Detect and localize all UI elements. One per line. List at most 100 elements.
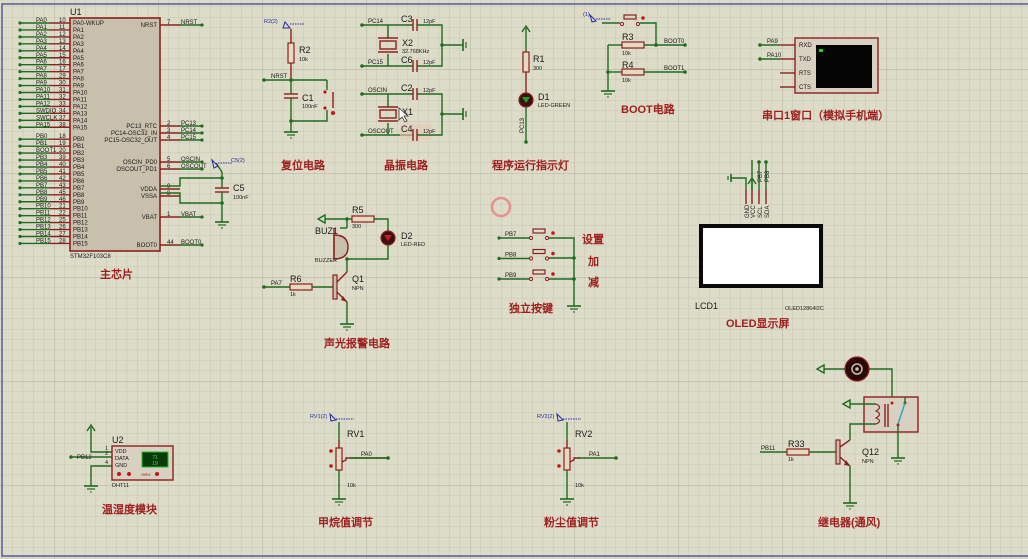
c6-ref: C6 — [401, 55, 413, 65]
mcu-pin-pb12: PB12 — [73, 221, 88, 227]
terminal-screen[interactable] — [816, 45, 872, 88]
mcu-pin-num: 30 — [59, 81, 66, 87]
rv1-circuit[interactable]: RV1(2) RV1 PA0 10k 甲烷值调节 — [310, 412, 390, 529]
rv2-ref: RV2 — [575, 429, 592, 439]
mcu-pin-pb13: PB13 — [73, 228, 88, 234]
mcu-pin-oscout_pd1: OSCOUT_PD1 — [116, 167, 157, 173]
mcu-pin-num: 32 — [59, 94, 66, 100]
mcu-pin-num: 28 — [59, 238, 66, 244]
rv2-down[interactable] — [557, 464, 561, 468]
uart-pin-rts: RTS — [799, 71, 811, 77]
dht-btn-2[interactable] — [127, 472, 131, 476]
key-button-3[interactable] — [532, 269, 546, 275]
mcu-pin-pa12: PA12 — [73, 104, 88, 110]
q12-transistor[interactable] — [835, 439, 841, 465]
key-label-set: 设置 — [582, 232, 604, 246]
r1-resistor[interactable] — [522, 51, 530, 73]
x2-value: 32.768KHz — [402, 49, 429, 55]
c1-ref: C1 — [302, 93, 314, 103]
mcu-net-pb13: PB13 — [36, 225, 51, 231]
key-button-2[interactable] — [532, 248, 546, 255]
d1-ref: D1 — [538, 92, 550, 102]
dht-part: DHT11 — [112, 483, 129, 489]
mcu-pin-pb14: PB14 — [73, 235, 88, 241]
dht11-module[interactable]: PB12 1 2 4 U2 DHT11 VDD DATA GND 71 19 %… — [69, 424, 174, 516]
r5-resistor[interactable] — [351, 215, 375, 223]
run-led-circuit[interactable]: R1 300 D1 LED-GREEN PC13 程序运行指示灯 — [492, 25, 570, 172]
dht-btn-3[interactable] — [155, 472, 159, 476]
mcu-net-pa7: PA7 — [36, 67, 48, 73]
d2-ref: D2 — [401, 231, 413, 241]
alarm-circuit[interactable]: R5 300 D2 LED-RED BUZ1 BUZZER PA7 R6 1k … — [262, 205, 425, 350]
key-button-1[interactable] — [532, 228, 546, 234]
uart-pin-txd: TXD — [799, 57, 812, 63]
relay-circuit[interactable]: PB11 R33 1k Q12 NPN 继电器(通风) — [760, 356, 919, 529]
q12-value: NPN — [862, 459, 874, 465]
q1-transistor[interactable] — [332, 274, 338, 300]
rv2-circuit[interactable]: RV2(2) RV2 PA1 10k 粉尘值调节 — [537, 412, 618, 529]
rv1-up[interactable] — [329, 449, 333, 453]
r33-resistor[interactable] — [786, 448, 810, 456]
mcu-net-pb12: PB12 — [36, 218, 51, 224]
dht-btn-1[interactable] — [117, 472, 121, 476]
crystal-x1[interactable] — [379, 109, 397, 119]
mcu-net-pb8: PB8 — [36, 190, 48, 196]
mcu-net-boot0: BOOT0 — [181, 240, 202, 246]
uart-terminal[interactable]: PA9 PA10 RXD TXD RTS CTS 串口1窗口（模拟手机端） — [758, 37, 889, 122]
net-oscin: OSCIN — [368, 88, 387, 94]
boot-button[interactable] — [623, 14, 637, 20]
relay-net: PB11 — [761, 446, 776, 452]
rv2-potentiometer[interactable] — [563, 447, 571, 471]
r5-ref: R5 — [352, 205, 364, 215]
mcu-pin-pa15: PA15 — [73, 125, 88, 131]
oled-screen[interactable] — [699, 224, 823, 288]
keys-title: 独立按键 — [508, 301, 554, 315]
mcu-net-pa11: PA11 — [36, 94, 50, 100]
reset-button[interactable] — [331, 111, 335, 115]
mcu-pin-num: 26 — [59, 225, 66, 231]
r5-value: 300 — [352, 224, 361, 230]
mcu-body[interactable] — [69, 17, 161, 252]
q12-ref: Q12 — [862, 447, 879, 457]
sheet-border — [1, 3, 1028, 557]
mcu-pin-num: 46 — [59, 197, 66, 203]
key-label-inc: 加 — [587, 254, 599, 268]
mcu-net-swclk: SWCLK — [36, 115, 57, 121]
mcu-pin-num: 20 — [59, 148, 66, 154]
mcu-net-pa4: PA4 — [36, 46, 48, 52]
oled-display[interactable]: PB7 PB8 GND VCC SCL SDA LCD1 OLED12864I2… — [695, 160, 824, 330]
mcu-pin-num: 19 — [59, 141, 66, 147]
oled-pin-gnd: GND — [745, 204, 751, 218]
boot-circuit[interactable]: (1) R3 10k BOOT0 R4 10k BOOT1 BOOT电路 — [583, 12, 687, 116]
mcu-net-pa12: PA12 — [36, 101, 51, 107]
mcu-pin-pa10: PA10 — [73, 91, 88, 97]
rv2-up[interactable] — [557, 449, 561, 453]
r2-resistor[interactable] — [287, 42, 295, 64]
uart-net-pa10: PA10 — [767, 53, 782, 59]
mcu-pin-pa6: PA6 — [73, 63, 85, 69]
rv1-down[interactable] — [329, 464, 333, 468]
rv1-value: 10k — [347, 483, 356, 489]
c2-value: 12pF — [423, 88, 436, 94]
r6-value: 1k — [290, 292, 296, 298]
rv1-potentiometer[interactable] — [335, 447, 343, 471]
c3-value: 12pF — [423, 19, 436, 25]
r3-resistor[interactable] — [621, 41, 645, 49]
mcu-net-pc14: PC14 — [181, 128, 197, 134]
mcu-pin-num: 13 — [59, 39, 66, 45]
mcu-net-pb0: PB0 — [36, 134, 48, 140]
reset-circuit[interactable]: R2(2) R2 10k NRST C1 100nF 复位电路 — [262, 19, 335, 172]
r6-resistor[interactable] — [289, 283, 313, 291]
crystal-circuit[interactable]: PC14 PC15 X2 32.768KHz C3 12pF C6 12pF O… — [360, 14, 467, 172]
mcu-net-nrst: NRST — [181, 20, 198, 26]
dht-unit: %RH — [141, 472, 150, 477]
mcu-pin-num: 31 — [59, 88, 66, 94]
mcu-pin-pb3: PB3 — [73, 158, 85, 164]
mcu-pin-oscin_pd0: OSCIN_PD0 — [123, 160, 158, 166]
mcu-pin-num: 34 — [59, 108, 66, 114]
buzzer[interactable] — [333, 234, 349, 260]
crystal-x2[interactable] — [379, 40, 397, 50]
